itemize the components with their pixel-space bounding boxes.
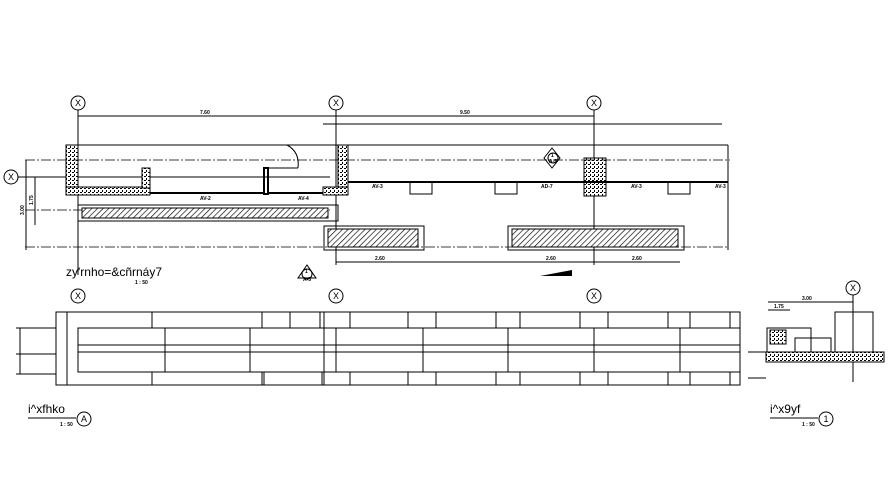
- dim-label: 9.50: [460, 110, 470, 116]
- detail-scale: 1 : 50: [802, 422, 815, 428]
- floor-plan: X X X X 7.60 9.50 AV-2 AV-4 AV-3 AD-7 AV…: [3, 95, 730, 286]
- dim-label: 2.60: [546, 256, 556, 262]
- section-marker: 1A-5: [297, 264, 317, 283]
- svg-text:1: 1: [305, 269, 308, 275]
- elevation-marker: A: [76, 411, 92, 427]
- dim-label: 3.00: [20, 205, 26, 215]
- svg-text:X: X: [333, 98, 339, 108]
- grid-bubble: X: [70, 95, 86, 111]
- elevation-scale: 1 : 50: [60, 422, 73, 428]
- section-marker: 1A-5: [543, 147, 561, 169]
- door-tag: AV-4: [298, 196, 309, 202]
- dim-label: 3.00: [802, 296, 812, 302]
- svg-text:A-5: A-5: [549, 159, 557, 165]
- grid-bubble: X: [586, 288, 602, 304]
- dim-label: 1.75: [774, 304, 784, 310]
- svg-text:A-5: A-5: [303, 277, 311, 283]
- svg-text:X: X: [8, 172, 14, 182]
- grid-bubble: X: [586, 95, 602, 111]
- dim-label: 1.75: [29, 195, 35, 205]
- detail-title: i^x9yf: [770, 402, 801, 416]
- dim-label: 2.60: [632, 256, 642, 262]
- svg-text:X: X: [75, 98, 81, 108]
- detail-marker: 1: [818, 411, 834, 427]
- svg-text:X: X: [850, 283, 856, 293]
- plan-title: zy'rnho=&cñrnáy7: [66, 265, 162, 279]
- grid-bubble: X: [70, 288, 86, 304]
- svg-text:1: 1: [823, 414, 828, 424]
- grid-bubble: X: [845, 280, 861, 296]
- svg-text:X: X: [333, 291, 339, 301]
- door-tag: AV-3: [631, 184, 642, 190]
- svg-text:X: X: [75, 291, 81, 301]
- elevation-title: i^xfhko: [28, 402, 65, 416]
- svg-text:X: X: [591, 291, 597, 301]
- door-tag: AV-2: [200, 196, 211, 202]
- svg-text:1: 1: [551, 153, 554, 159]
- svg-text:X: X: [591, 98, 597, 108]
- door-tag: AV-3: [372, 184, 383, 190]
- door-tag: AV-3: [715, 184, 726, 190]
- plan-scale: 1 : 50: [135, 280, 148, 286]
- elevation-a: X X X i^xfhko 1 : 50 A: [16, 288, 741, 428]
- door-tag: AD-7: [541, 184, 553, 190]
- svg-text:A: A: [81, 414, 87, 424]
- dim-label: 7.60: [200, 110, 210, 116]
- grid-bubble: X: [328, 288, 344, 304]
- dim-label: 2.60: [375, 256, 385, 262]
- detail-1: X 3.00 1.75 i^x9yf 1 : 50 1: [748, 280, 885, 428]
- grid-bubble: X: [3, 169, 19, 185]
- grid-bubble: X: [328, 95, 344, 111]
